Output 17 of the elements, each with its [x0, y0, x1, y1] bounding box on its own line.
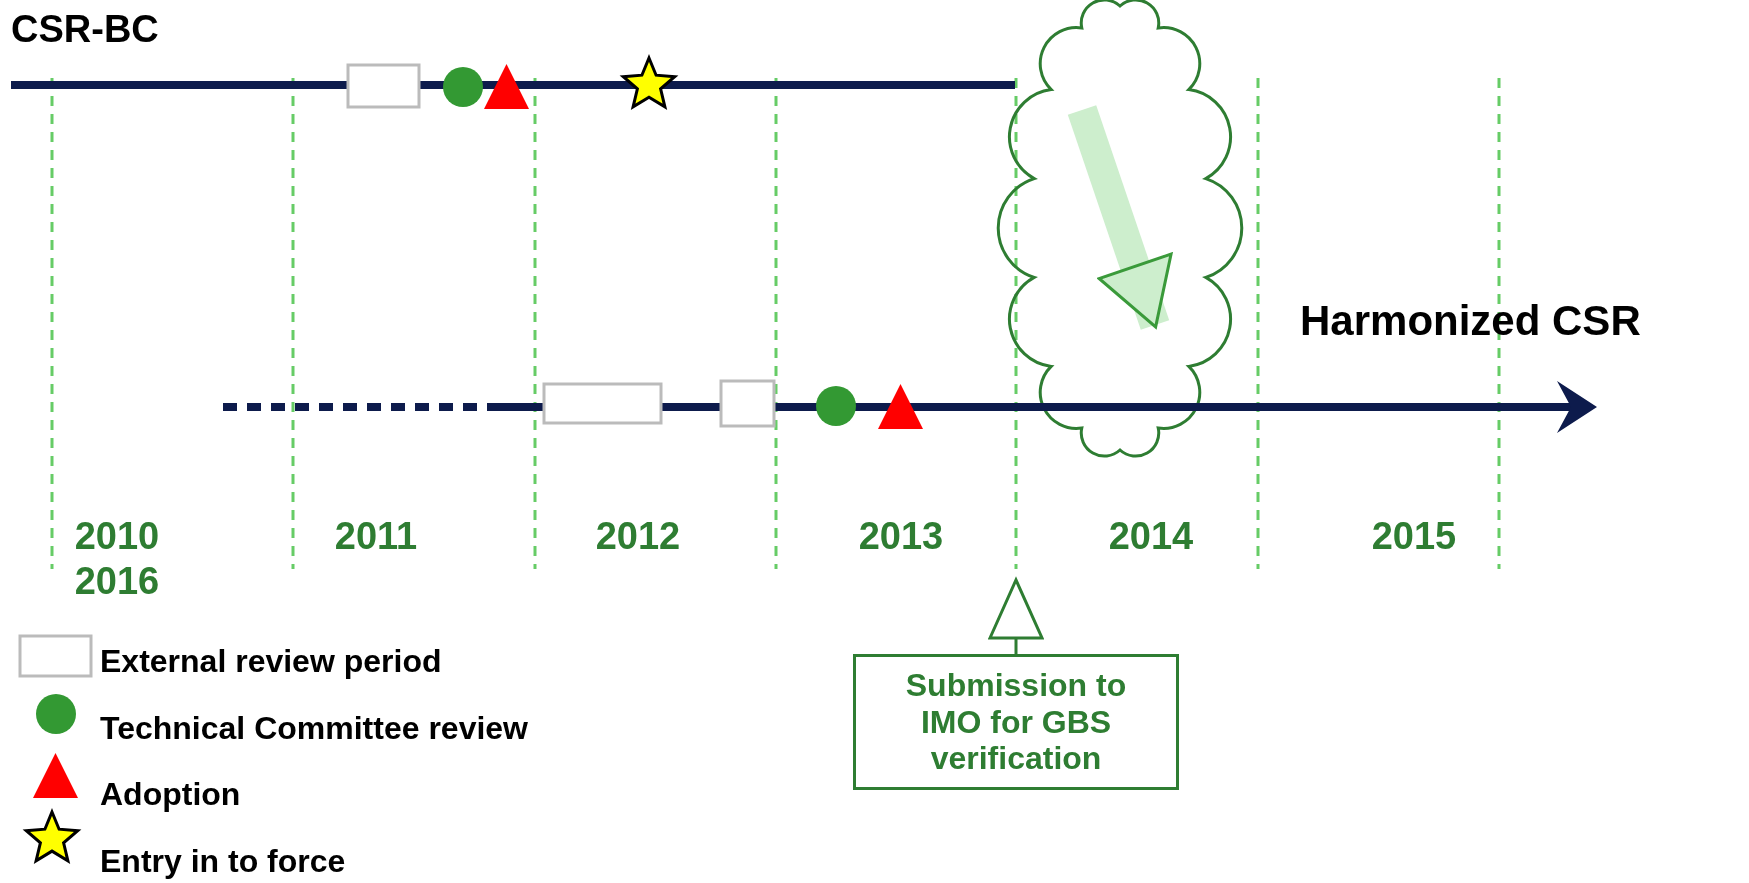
- year-label: 2015: [1370, 515, 1458, 558]
- pointer-arrow: [988, 578, 1044, 654]
- transition-arrow: [1067, 105, 1173, 330]
- year-label: 2016: [73, 560, 161, 603]
- timeline-title: Harmonized CSR: [1300, 297, 1641, 345]
- legend-text: External review period: [100, 643, 442, 679]
- note-text: Submission to IMO for GBS verification: [904, 666, 1128, 778]
- year-label: 2010: [73, 515, 161, 558]
- year-label: 2014: [1107, 515, 1195, 558]
- note-box: [853, 654, 1179, 790]
- legend-text: Technical Committee review: [100, 710, 528, 746]
- year-label: 2011: [333, 515, 419, 558]
- year-label: 2012: [594, 515, 682, 558]
- legend-text: Adoption: [100, 776, 241, 812]
- timeline-title: CSR-BC: [11, 8, 159, 51]
- year-label: 2013: [857, 515, 945, 558]
- legend-text: Entry in to force: [100, 843, 346, 879]
